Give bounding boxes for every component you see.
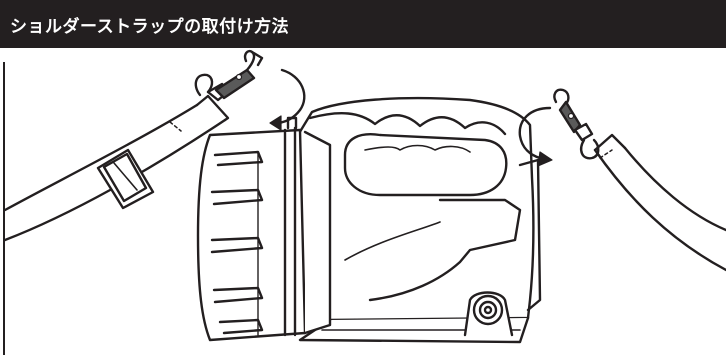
flashlight-head <box>196 116 332 342</box>
frame-left-border <box>3 62 5 355</box>
strap-right <box>593 133 726 272</box>
strap-left <box>3 94 230 242</box>
rotate-arrow-left-icon <box>269 68 306 131</box>
strap-buckle-left <box>96 148 155 210</box>
page-title: ショルダーストラップの取付け方法 <box>10 16 290 37</box>
strap-attachment-illustration <box>3 49 726 344</box>
hook-right-icon <box>553 88 600 160</box>
rotate-arrow-right-icon <box>518 106 553 167</box>
title-bar: ショルダーストラップの取付け方法 <box>0 0 726 48</box>
flashlight-body <box>296 96 542 344</box>
hook-left-icon <box>194 49 264 102</box>
dial-knob <box>463 291 514 337</box>
